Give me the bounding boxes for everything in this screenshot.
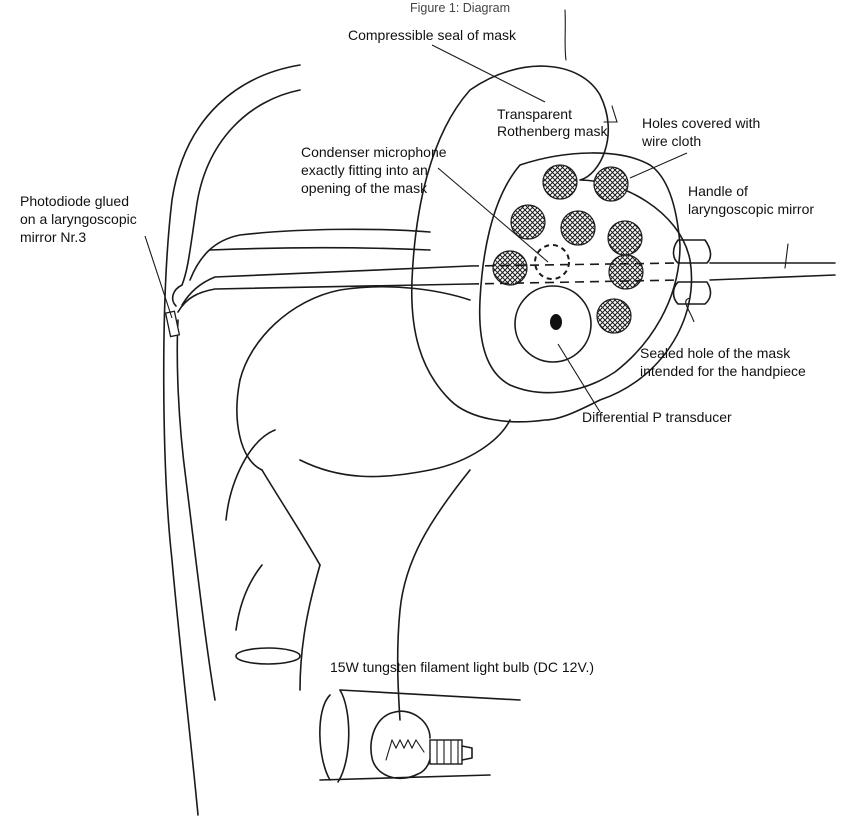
hole-1 [543,165,577,199]
labels: Compressible seal of mask Transparent Ro… [20,27,814,675]
hole-5 [608,221,642,255]
label-handle-line1: Handle of [688,183,748,199]
hole-4 [561,211,595,245]
label-photodiode-line2: on a laryngoscopic [20,211,137,227]
hole-3 [511,205,545,239]
label-sealed-hole-line2: intended for the handpiece [640,363,806,379]
label-mask-line1: Transparent [497,106,572,122]
light-bulb-assembly [320,690,520,782]
differential-p-transducer [515,286,591,362]
laryngoscopic-mirror [166,311,180,336]
label-handle-line2: laryngoscopic mirror [688,201,814,217]
hole-2 [594,167,628,201]
label-compressible-seal: Compressible seal of mask [348,27,517,43]
top-caption: Figure 1: Diagram [410,1,510,15]
label-light-bulb: 15W tungsten filament light bulb (DC 12V… [330,659,594,675]
label-photodiode-line3: mirror Nr.3 [20,229,86,245]
wire-cloth-holes [493,165,643,333]
label-transducer: Differential P transducer [582,409,732,425]
label-mask-line2: Rothenberg mask [497,123,609,139]
label-microphone-line3: opening of the mask [301,180,428,196]
label-photodiode-line1: Photodiode glued [20,193,129,209]
label-microphone-line2: exactly fitting into an [301,162,428,178]
hole-7 [609,255,643,289]
hole-8 [597,299,631,333]
condenser-microphone [535,245,569,279]
label-holes-line1: Holes covered with [642,115,760,131]
label-sealed-hole-line1: Sealed hole of the mask [640,345,791,361]
hole-6 [493,251,527,285]
label-holes-line2: wire cloth [641,133,701,149]
label-microphone-line1: Condenser microphone [301,144,447,160]
